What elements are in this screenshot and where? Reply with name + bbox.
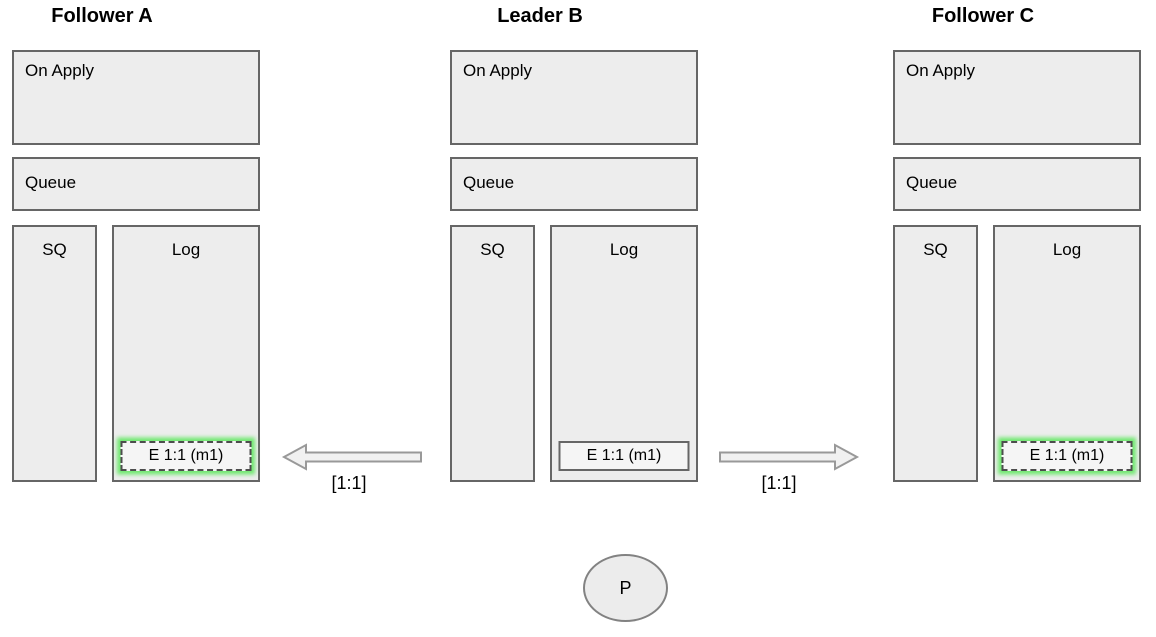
node-title-follower-c: Follower C (931, 5, 1035, 27)
queue-label: Queue (906, 173, 958, 192)
log-box[interactable]: Log E 1:1 (m1) (112, 225, 260, 482)
on-apply-box[interactable]: On Apply (12, 50, 260, 145)
log-box[interactable]: Log E 1:1 (m1) (993, 225, 1141, 482)
sq-label: SQ (42, 240, 67, 259)
log-label: Log (1052, 240, 1082, 259)
queue-label: Queue (25, 173, 77, 192)
sq-box[interactable]: SQ (450, 225, 535, 482)
replication-arrow-left-icon[interactable] (281, 442, 423, 472)
on-apply-label: On Apply (906, 61, 975, 80)
process-p-label: P (619, 577, 632, 598)
on-apply-label: On Apply (463, 61, 532, 80)
log-label: Log (171, 240, 201, 259)
log-entry[interactable]: E 1:1 (m1) (1001, 441, 1133, 471)
node-title-follower-a: Follower A (51, 5, 153, 27)
queue-label: Queue (463, 173, 515, 192)
arrow-label-left: [1:1] (331, 473, 367, 493)
queue-box[interactable]: Queue (12, 157, 260, 211)
log-entry[interactable]: E 1:1 (m1) (558, 441, 690, 471)
log-box[interactable]: Log E 1:1 (m1) (550, 225, 698, 482)
queue-box[interactable]: Queue (893, 157, 1141, 211)
process-p-node[interactable]: P (583, 554, 668, 622)
replication-arrow-right-icon[interactable] (718, 442, 860, 472)
node-leader-b: Leader B On Apply Queue SQ Log E 1:1 (m1… (450, 0, 698, 482)
queue-box[interactable]: Queue (450, 157, 698, 211)
on-apply-label: On Apply (25, 61, 94, 80)
log-entry[interactable]: E 1:1 (m1) (120, 441, 252, 471)
sq-box[interactable]: SQ (12, 225, 97, 482)
node-title-leader-b: Leader B (497, 5, 583, 27)
node-follower-a: Follower A On Apply Queue SQ Log E 1:1 (… (12, 0, 260, 482)
node-follower-c: Follower C On Apply Queue SQ Log E 1:1 (… (893, 0, 1141, 482)
on-apply-box[interactable]: On Apply (893, 50, 1141, 145)
sq-label: SQ (480, 240, 505, 259)
log-label: Log (609, 240, 639, 259)
arrow-label-right: [1:1] (761, 473, 797, 493)
sq-box[interactable]: SQ (893, 225, 978, 482)
sq-label: SQ (923, 240, 948, 259)
on-apply-box[interactable]: On Apply (450, 50, 698, 145)
